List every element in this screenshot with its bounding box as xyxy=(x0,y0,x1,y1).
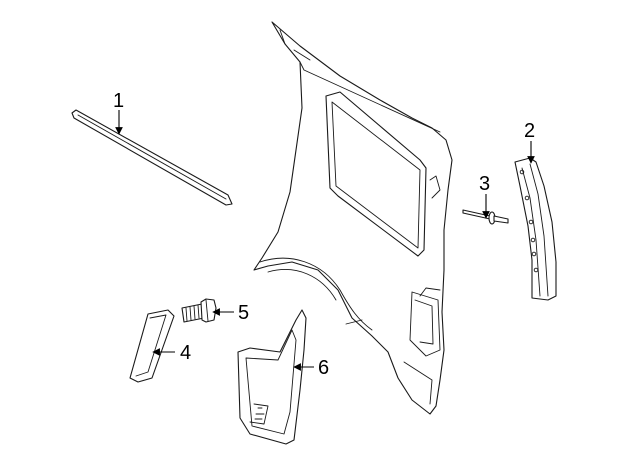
callout-6-label: 6 xyxy=(318,357,329,379)
callout-leaders xyxy=(115,110,535,371)
part-5-bolt[interactable] xyxy=(181,298,217,323)
part-1-moulding[interactable] xyxy=(71,109,233,206)
part-6-mud-guard[interactable] xyxy=(237,309,307,445)
callout-3-label: 3 xyxy=(479,173,490,195)
callout-4-label: 4 xyxy=(180,342,191,364)
callout-5-label: 5 xyxy=(238,302,249,324)
callout-1-label: 1 xyxy=(113,90,124,112)
quarter-panel[interactable] xyxy=(253,21,453,415)
part-2-pillar-trim[interactable] xyxy=(514,157,557,301)
part-4-trim-piece[interactable] xyxy=(129,309,175,383)
callout-2-label: 2 xyxy=(524,120,535,142)
